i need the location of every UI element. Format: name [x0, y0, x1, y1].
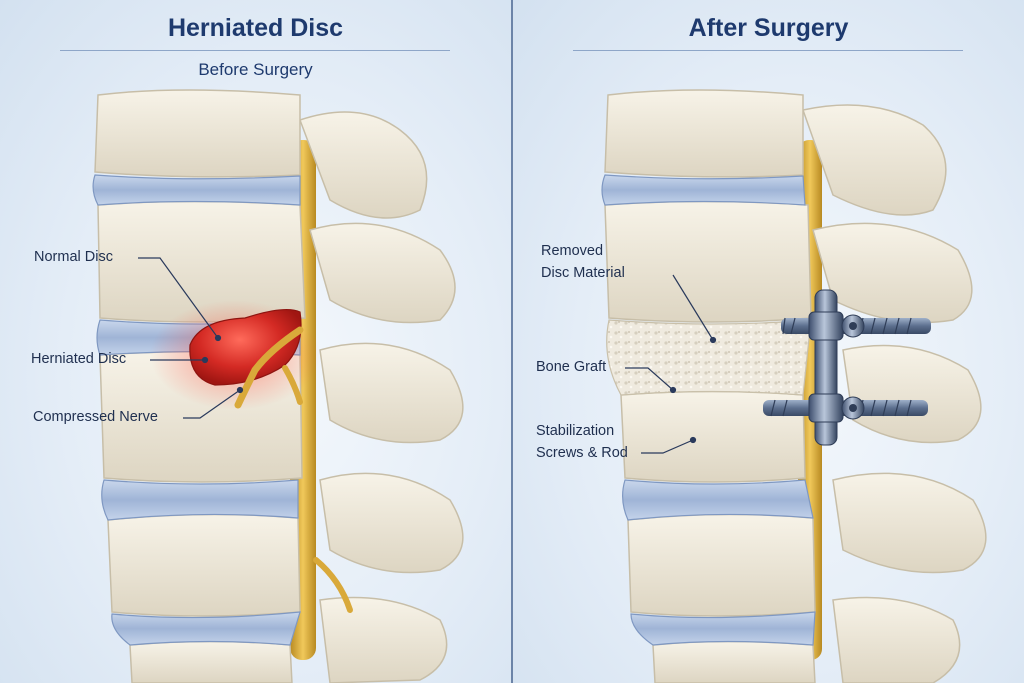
intervertebral-disc	[630, 611, 816, 646]
lower-screw-head	[808, 393, 844, 423]
vertebra	[129, 640, 293, 683]
left-panel-subtitle: Before Surgery	[198, 60, 313, 79]
vertebra	[107, 513, 301, 617]
nerve-root	[282, 365, 303, 405]
right-panel-title: After Surgery	[688, 14, 849, 42]
spinous-process	[802, 104, 947, 216]
before-surgery-panel: Herniated Disc Before Surgery	[0, 0, 511, 683]
vertebra	[604, 200, 812, 323]
bone-graft	[606, 319, 812, 396]
normal-disc-leader	[138, 257, 219, 339]
spinous-process	[842, 344, 982, 444]
herniated-disc-bulge	[189, 308, 302, 386]
label-compressed-nerve: Compressed Nerve	[33, 409, 158, 425]
spinous-process	[319, 342, 464, 444]
compressed-nerve-root	[234, 326, 304, 409]
right-title-rule	[573, 50, 963, 51]
spinous-process	[299, 111, 428, 219]
vertebra	[94, 89, 301, 178]
spinous-process	[832, 596, 961, 683]
intervertebral-disc	[601, 174, 806, 206]
stabilization-hardware	[763, 289, 931, 446]
label-stabilization-line2: Screws & Rod	[536, 445, 628, 461]
vertebra	[97, 200, 306, 323]
label-removed-line1: Removed	[541, 243, 604, 259]
stabilization-leader	[641, 439, 694, 454]
compressed-nerve-leader	[183, 389, 241, 419]
spinous-process	[309, 222, 456, 324]
label-herniated-disc: Herniated Disc	[31, 351, 127, 367]
panel-divider	[511, 0, 513, 683]
removed-material-leader	[672, 274, 714, 341]
left-panel-title: Herniated Disc	[167, 14, 344, 42]
before-spine-illustration	[92, 89, 464, 683]
intervertebral-disc	[92, 174, 301, 206]
bone-graft-leader	[625, 367, 674, 391]
label-stabilization-line1: Stabilization	[536, 423, 615, 439]
label-removed-line2: Disc Material	[541, 265, 625, 281]
vertebra	[604, 89, 804, 178]
label-normal-disc: Normal Disc	[34, 249, 113, 265]
nerve-root	[313, 557, 353, 613]
spinous-process	[319, 472, 464, 574]
vertebra	[627, 513, 816, 617]
after-surgery-panel: After Surgery	[513, 0, 1024, 683]
upper-screw-head	[808, 311, 844, 341]
spinous-process	[319, 596, 448, 683]
spinous-process	[832, 472, 987, 574]
intervertebral-disc	[111, 611, 301, 646]
vertebra	[652, 640, 816, 683]
intervertebral-disc	[101, 479, 299, 521]
intervertebral-disc	[622, 479, 814, 521]
label-bone-graft: Bone Graft	[536, 359, 607, 375]
left-title-rule	[60, 50, 450, 51]
after-spine-illustration	[601, 89, 987, 683]
